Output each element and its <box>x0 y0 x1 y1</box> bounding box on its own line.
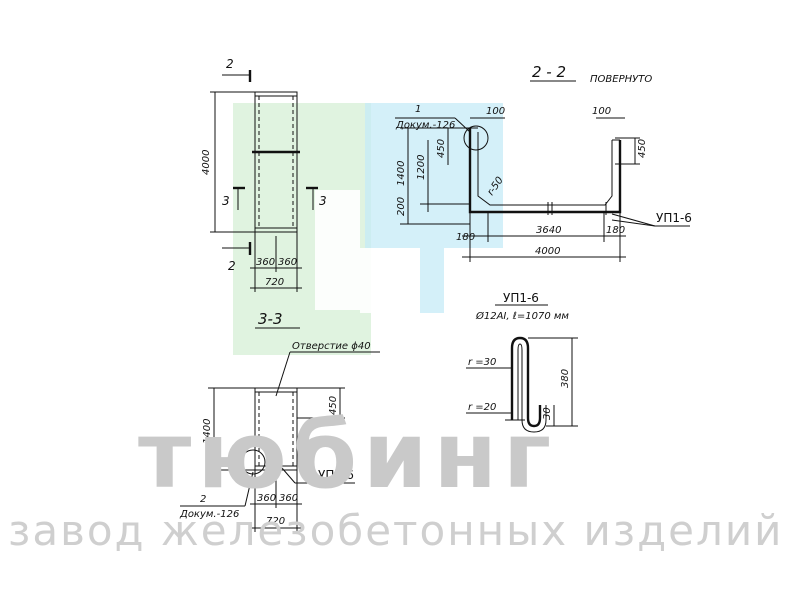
section-3-left: 3 <box>222 194 230 208</box>
height-4000: 4000 <box>201 150 212 175</box>
callout-2-number: 2 <box>200 494 206 505</box>
section-2-2-title: 2 - 2 <box>532 63 566 81</box>
detail-spec: Ø12АI, ℓ=1070 мм <box>475 310 569 322</box>
hole-label: Отверстие ϕ40 <box>292 341 371 352</box>
detail-up1-6: УП1-6 Ø12АI, ℓ=1070 мм r =30 r =20 380 3… <box>466 291 578 433</box>
w360-b: 360 <box>278 257 297 268</box>
label-r30: r =30 <box>468 357 496 368</box>
section-3-3-title: 3-3 <box>258 310 283 328</box>
callout-1-number: 1 <box>415 104 421 115</box>
dim-1200: 1200 <box>416 155 427 180</box>
section-2-2-subtitle: ПОВЕРНУТО <box>590 74 652 85</box>
dim-450-left: 450 <box>436 139 447 158</box>
watermark-text: тюбинг завод железобетонных изделий <box>8 402 783 555</box>
w360a-3-3: 360 <box>257 493 276 504</box>
dim-180: 180 <box>456 232 475 243</box>
label-r20: r =20 <box>468 402 496 413</box>
dim-380: 380 <box>560 369 571 388</box>
dim-200: 200 <box>396 197 407 216</box>
w360-a: 360 <box>256 257 275 268</box>
dim-3640: 3640 <box>536 225 561 236</box>
watermark-brand: тюбинг <box>138 402 557 509</box>
label-up-3-3: УП1-6 <box>318 468 354 482</box>
dim-180-right: 180 <box>606 225 625 236</box>
height-1400: 1400 <box>202 419 213 444</box>
dim-30: 30 <box>542 407 553 420</box>
detail-title: УП1-6 <box>503 291 539 305</box>
watermark-tagline: завод железобетонных изделий <box>8 506 783 555</box>
dim-1400: 1400 <box>396 161 407 186</box>
section-3-3: 3-3 Отверстие ϕ40 1400 450 УП1-6 2 Докум… <box>179 310 380 532</box>
dim-4000: 4000 <box>535 246 560 257</box>
label-up-2-2: УП1-6 <box>656 211 692 225</box>
w720: 720 <box>265 277 284 288</box>
section-mark-top: 2 <box>226 57 234 71</box>
view-2-elevation: 2 2 3 3 4000 360 360 720 <box>201 57 327 292</box>
dim-450-right: 450 <box>637 139 648 158</box>
callout-2-doc: Докум.-126 <box>179 509 239 520</box>
section-mark-bottom: 2 <box>228 259 236 273</box>
dim-top-100-left: 100 <box>486 106 505 117</box>
w720-3-3: 720 <box>266 516 285 527</box>
dim-top-100-right: 100 <box>592 106 611 117</box>
callout-1-doc: Докум.-126 <box>395 120 455 131</box>
section-3-right: 3 <box>319 194 327 208</box>
w360b-3-3: 360 <box>279 493 298 504</box>
dim-450-3-3: 450 <box>328 396 339 415</box>
